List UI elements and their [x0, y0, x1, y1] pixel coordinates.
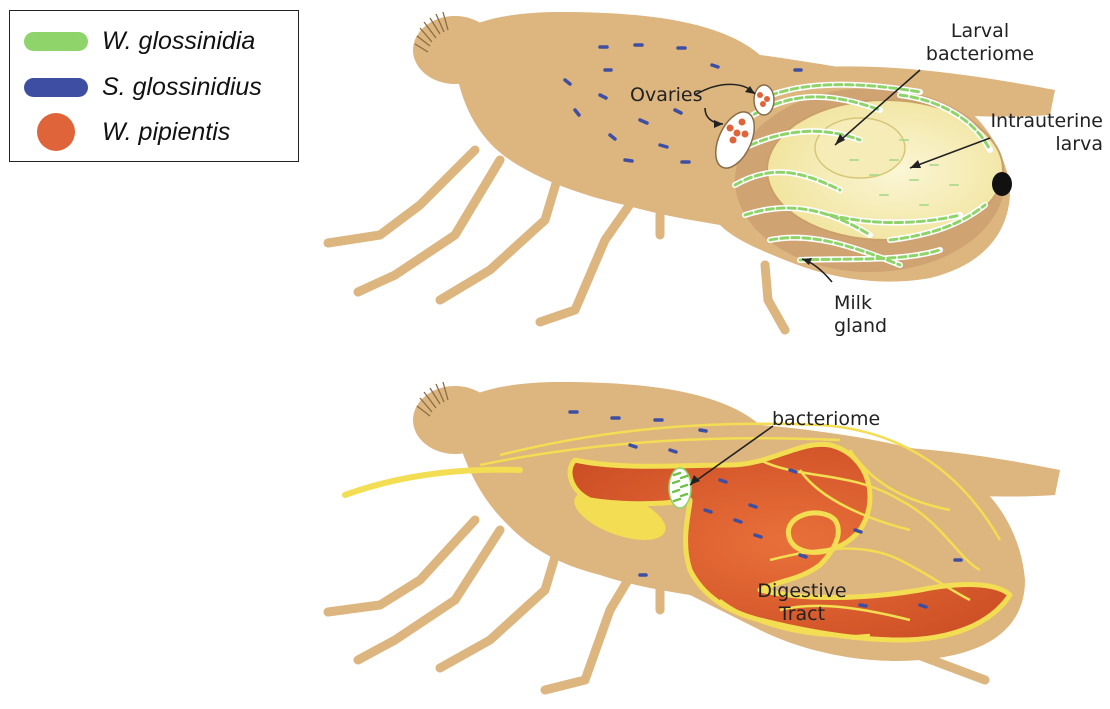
label-milk-gland-line1: Milk: [834, 292, 887, 315]
label-ovaries: Ovaries: [630, 84, 703, 107]
legend-label: W. glossinidia: [102, 27, 255, 56]
legend-swatch-orange: [37, 113, 75, 151]
label-intrauterine-larva: Intrauterine larva: [975, 110, 1103, 156]
label-bacteriome: bacteriome: [772, 408, 880, 431]
bottom-fly-head: [413, 386, 497, 454]
legend-swatch-green: [24, 32, 88, 51]
legend-label: S. glossinidius: [102, 73, 262, 102]
legend-item-w-pipientis: W. pipientis: [24, 114, 75, 150]
legend-item-s-glossinidius: S. glossinidius: [24, 69, 88, 105]
legend-label: W. pipientis: [102, 118, 230, 147]
label-digestive-line1: Digestive: [752, 580, 852, 603]
label-milk-gland: Milk gland: [834, 292, 887, 338]
larval-bacteriome: [815, 118, 905, 178]
ovary-small: [754, 85, 774, 115]
bottom-fly: [328, 382, 1060, 690]
label-larval-bacteriome-line1: Larval: [920, 20, 1040, 43]
label-milk-gland-line2: gland: [834, 315, 887, 338]
larva-mouthhooks: [992, 172, 1012, 196]
legend: W. glossinidia S. glossinidius W. pipien…: [9, 10, 299, 162]
label-digestive-tract: Digestive Tract: [752, 580, 852, 626]
label-intrauterine-line1: Intrauterine: [975, 110, 1103, 133]
legend-swatch-blue: [24, 78, 88, 97]
label-larval-bacteriome: Larval bacteriome: [920, 20, 1040, 66]
label-digestive-line2: Tract: [752, 603, 852, 626]
legend-item-w-glossinidia: W. glossinidia: [24, 23, 88, 59]
label-intrauterine-line2: larva: [975, 133, 1103, 156]
label-larval-bacteriome-line2: bacteriome: [920, 43, 1040, 66]
